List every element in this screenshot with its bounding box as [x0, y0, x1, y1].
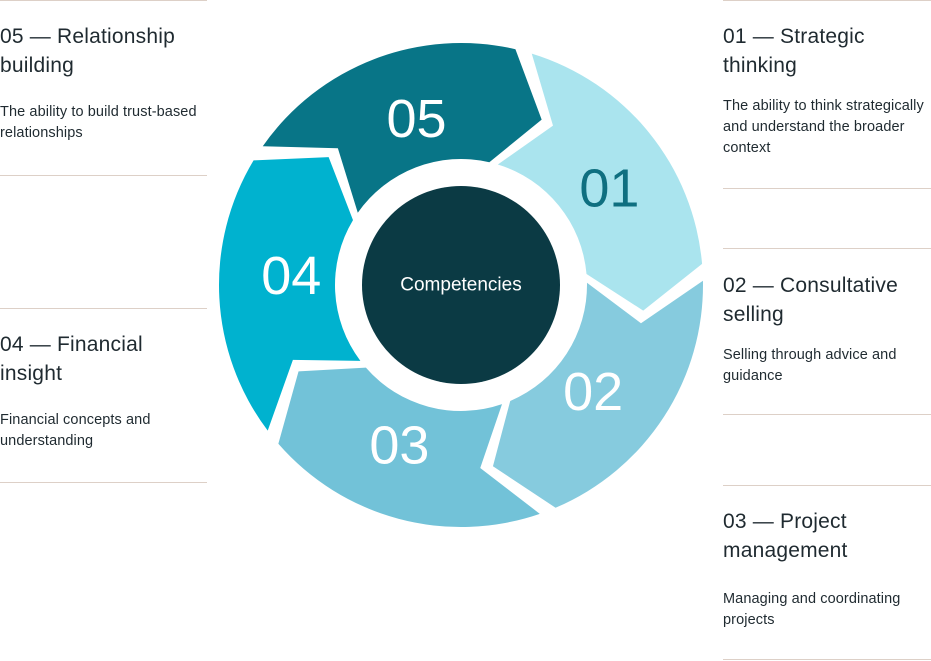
segment-number-05: 05 — [386, 89, 446, 149]
divider-right-4 — [723, 414, 931, 415]
center-label: Competencies — [400, 275, 521, 296]
segment-number-01: 01 — [579, 159, 639, 219]
card-strategic-thinking: 01 — Strategic thinking The ability to t… — [723, 22, 931, 159]
segment-number-03: 03 — [369, 416, 429, 476]
divider-right-1 — [723, 0, 931, 1]
card-description: Managing and coordinating projects — [723, 591, 901, 628]
card-title: 04 — Financial insight — [0, 333, 143, 385]
divider-left-3 — [0, 308, 207, 309]
card-description: Selling through advice and guidance — [723, 347, 897, 384]
divider-left-2 — [0, 175, 207, 176]
segments-layer: 01 02 03 04 05 — [219, 42, 703, 527]
divider-left-4 — [0, 482, 207, 483]
segment-05 — [262, 42, 542, 213]
divider-right-6 — [723, 659, 931, 660]
card-relationship-building: 05 — Relationship building The ability t… — [0, 22, 200, 144]
segment-number-02: 02 — [563, 362, 623, 422]
divider-right-5 — [723, 485, 931, 486]
segment-03 — [278, 367, 540, 527]
card-financial-insight: 04 — Financial insight Financial concept… — [0, 330, 200, 452]
card-title: 05 — Relationship building — [0, 25, 175, 77]
card-title: 01 — Strategic thinking — [723, 25, 865, 77]
segment-04 — [219, 157, 361, 431]
divider-left-1 — [0, 0, 207, 1]
divider-right-3 — [723, 248, 931, 249]
card-title: 03 — Project management — [723, 510, 848, 562]
segment-number-04: 04 — [261, 246, 321, 306]
segment-02 — [492, 280, 703, 508]
segment-01 — [497, 53, 703, 311]
card-title: 02 — Consultative selling — [723, 274, 898, 326]
card-consultative-selling: 02 — Consultative selling Selling throug… — [723, 271, 931, 387]
card-description: Financial concepts and understanding — [0, 412, 151, 449]
center-circle — [362, 186, 560, 384]
card-description: The ability to think strategically and u… — [723, 98, 924, 156]
card-project-management: 03 — Project management Managing and coo… — [723, 507, 931, 631]
card-description: The ability to build trust-based relatio… — [0, 104, 197, 141]
divider-right-2 — [723, 188, 931, 189]
